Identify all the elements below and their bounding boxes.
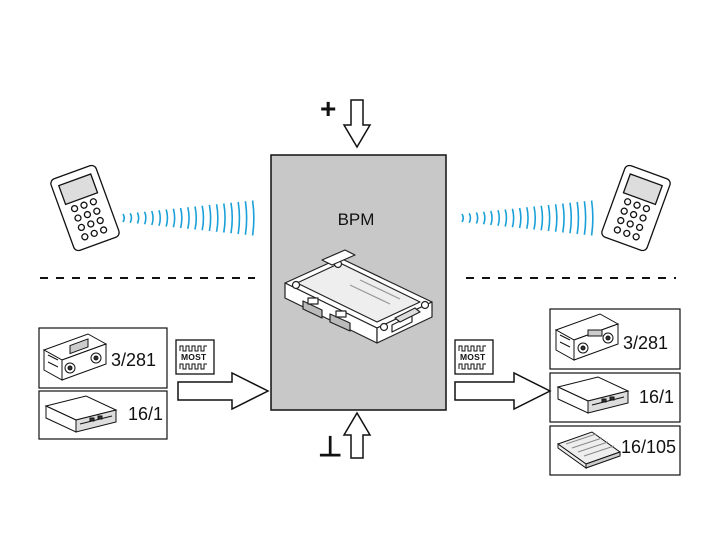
radio-control-panel-icon	[554, 313, 620, 361]
most-label-right: MOST	[460, 352, 486, 362]
most-label-left: MOST	[181, 352, 207, 362]
ground-symbol: ⊥	[318, 431, 343, 462]
media-unit-icon	[556, 376, 630, 414]
ground-arrow-icon	[342, 411, 372, 459]
wireless-signal-icon	[122, 200, 255, 236]
most-arrow-right	[454, 371, 552, 411]
antenna-module-icon	[556, 431, 622, 469]
component-label: 3/281	[111, 350, 157, 370]
component-label: 16/1	[128, 404, 164, 424]
mobile-phone-icon	[50, 164, 120, 252]
component-label: 16/1	[639, 387, 675, 407]
power-arrow-icon	[342, 99, 372, 149]
radio-control-panel-icon	[42, 333, 108, 381]
plus-symbol: +	[320, 93, 337, 124]
component-label: 16/105	[621, 437, 677, 457]
media-unit-icon	[44, 395, 118, 433]
wireless-signal-icon	[461, 200, 594, 236]
most-bus-icon	[454, 339, 494, 375]
bpm-hardware-icon	[284, 249, 433, 344]
most-bus-icon	[175, 339, 215, 375]
mobile-phone-icon	[601, 164, 671, 252]
component-label: 3/281	[623, 333, 669, 353]
bpm-label: BPM	[337, 210, 375, 229]
most-arrow-left	[177, 371, 270, 411]
